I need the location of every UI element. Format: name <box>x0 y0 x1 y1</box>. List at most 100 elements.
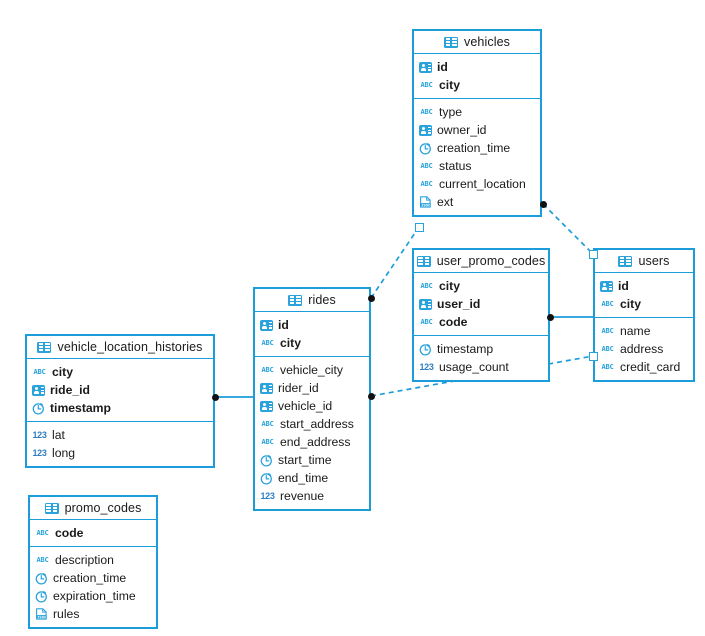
field-name: user_id <box>437 297 481 311</box>
field-name: id <box>437 60 448 74</box>
relationship-endpoint-dot-vehicles[interactable] <box>539 200 547 208</box>
field-row-owner_id[interactable]: owner_id <box>414 121 540 139</box>
table-header-user_promo_codes[interactable]: user_promo_codes <box>414 250 548 273</box>
field-name: timestamp <box>50 401 111 415</box>
table-header-vehicles[interactable]: vehicles <box>414 31 540 54</box>
clock-icon <box>419 142 432 155</box>
relationship-endpoint-dot-vehicle_location_histories[interactable] <box>211 393 219 401</box>
field-name: id <box>278 318 289 332</box>
field-name: lat <box>52 428 65 442</box>
id-card-icon <box>260 400 273 412</box>
field-row-rider_id[interactable]: rider_id <box>255 379 369 397</box>
field-name: current_location <box>439 177 526 191</box>
table-title: vehicle_location_histories <box>57 340 203 354</box>
table-grid-icon <box>618 255 633 267</box>
id-card-icon <box>419 61 432 73</box>
field-name: code <box>55 526 84 540</box>
relationship-endpoint-square-vehicles[interactable] <box>414 222 424 232</box>
relationship-endpoint-square-users[interactable] <box>588 249 598 259</box>
abc-text-icon: ABC <box>420 107 433 116</box>
relationship-endpoint-dot-user_promo_codes[interactable] <box>546 313 554 321</box>
field-name: end_time <box>278 471 329 485</box>
field-row-id[interactable]: id <box>595 277 693 295</box>
field-name: name <box>620 324 651 338</box>
id-card-icon <box>32 384 45 396</box>
field-name: expiration_time <box>53 589 136 603</box>
field-row-revenue[interactable]: 123 revenue <box>255 487 369 505</box>
table-header-users[interactable]: users <box>595 250 693 273</box>
field-name: start_address <box>280 417 354 431</box>
field-row-expiration_time[interactable]: expiration_time <box>30 587 156 605</box>
field-row-ride_id[interactable]: ride_id <box>27 381 213 399</box>
abc-text-icon: ABC <box>36 555 49 564</box>
field-row-id[interactable]: id <box>414 58 540 76</box>
relationship-line-rel-vehicles-users[interactable] <box>542 203 594 255</box>
field-row-creation_time[interactable]: creation_time <box>30 569 156 587</box>
abc-text-icon: ABC <box>601 326 614 335</box>
field-name: credit_card <box>620 360 681 374</box>
field-row-name[interactable]: ABC name <box>595 322 693 340</box>
field-row-id[interactable]: id <box>255 316 369 334</box>
123-number-icon: 123 <box>260 490 275 501</box>
field-name: code <box>439 315 468 329</box>
field-name: timestamp <box>437 342 494 356</box>
abc-text-icon: ABC <box>601 299 614 308</box>
field-row-user_id[interactable]: user_id <box>414 295 548 313</box>
table-header-rides[interactable]: rides <box>255 289 369 312</box>
field-name: type <box>439 105 463 119</box>
field-name: city <box>52 365 74 379</box>
field-name: revenue <box>280 489 325 503</box>
abc-text-icon: ABC <box>420 80 433 89</box>
id-card-icon <box>260 382 273 394</box>
table-header-vehicle_location_histories[interactable]: vehicle_location_histories <box>27 336 213 359</box>
relationship-endpoint-dot-rides[interactable] <box>367 392 375 400</box>
field-row-start_time[interactable]: start_time <box>255 451 369 469</box>
field-row-timestamp[interactable]: timestamp <box>414 340 548 358</box>
table-header-promo_codes[interactable]: promo_codes <box>30 497 156 520</box>
field-name: ext <box>437 195 454 209</box>
field-name: creation_time <box>437 141 511 155</box>
relationship-endpoint-dot-rides[interactable] <box>367 294 375 302</box>
field-row-end_time[interactable]: end_time <box>255 469 369 487</box>
abc-text-icon: ABC <box>420 281 433 290</box>
field-row-vehicle_id[interactable]: vehicle_id <box>255 397 369 415</box>
relationship-endpoint-square-users[interactable] <box>588 351 598 361</box>
table-title: promo_codes <box>64 501 142 515</box>
field-row-creation_time[interactable]: creation_time <box>414 139 540 157</box>
field-row-type[interactable]: ABC type <box>414 103 540 121</box>
field-row-timestamp[interactable]: timestamp <box>27 399 213 417</box>
abc-text-icon: ABC <box>420 161 433 170</box>
table-grid-icon <box>37 341 52 353</box>
